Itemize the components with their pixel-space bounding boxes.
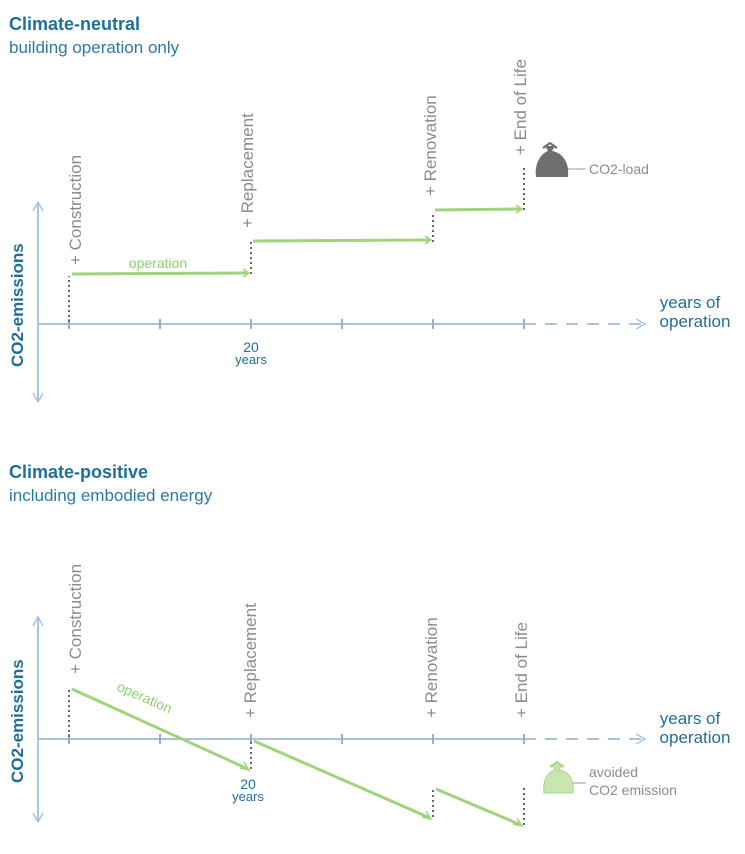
climate-positive-panel: Climate-positive including embodied ener… [0,427,745,854]
jump-markers [68,689,525,825]
garbage-bag-icon [543,760,574,794]
tick-label-value: 20 [240,776,256,792]
y-axis-arrow-bottom [32,812,44,824]
event-label-construction: + Construction [66,564,85,674]
tick-label-unit: years [235,352,267,367]
y-axis-arrow-top [32,200,44,212]
end-note: CO2-load [589,161,649,177]
arrowhead [242,268,251,278]
operation-lines [71,687,522,827]
y-axis-arrow-bottom [32,392,44,404]
operation-segment [253,739,431,820]
event-label-renovation: + Renovation [421,95,440,196]
panel-subtitle: including embodied energy [9,486,213,505]
climate-neutral-panel: Climate-neutral building operation only … [8,14,731,404]
event-label-renovation: + Renovation [422,617,441,718]
climate-positive-diagram: CO2-emissions years of operation 20 year… [8,564,731,828]
arrowhead [239,761,251,772]
operation-label: operation [115,678,175,716]
x-axis-label-line1: years of [660,709,721,728]
event-label-replacement: + Replacement [238,113,257,228]
event-label-end-of-life: + End of Life [511,59,530,155]
operation-segment [252,238,431,243]
operation-arrowheads [242,204,524,278]
tick-label-unit: years [232,789,264,804]
x-axis-label-line2: operation [660,312,731,331]
y-axis-label: CO2-emissions [8,659,27,783]
operation-segment [435,787,522,827]
arrowhead [512,817,524,828]
arrowhead [421,810,433,821]
x-axis-label-line1: years of [660,293,721,312]
operation-arrowheads [239,761,524,828]
panel-title: Climate-neutral [9,14,141,34]
event-label-end-of-life: + End of Life [512,622,531,718]
operation-label: operation [129,255,187,271]
operation-segment [71,687,249,771]
y-axis-label: CO2-emissions [8,243,27,367]
arrowhead [515,204,524,214]
climate-neutral-diagram: CO2-emissions years of operation 20 year… [8,59,731,404]
panel-title: Climate-positive [9,462,149,482]
x-axis-label-line2: operation [660,728,731,747]
end-note-line2: CO2 emission [589,782,677,798]
operation-segment [71,271,249,276]
end-note-line1: avoided [589,764,638,780]
garbage-bag-icon [535,141,569,177]
panel-subtitle: building operation only [9,38,180,57]
jump-markers [68,166,525,322]
operation-segment [434,207,522,212]
x-axis-arrow [635,733,647,745]
event-label-construction: + Construction [66,155,85,265]
arrowhead [424,235,433,245]
operation-lines [71,207,522,276]
y-axis-arrow-top [32,615,44,627]
event-label-replacement: + Replacement [241,603,260,718]
x-axis-arrow [635,318,647,330]
tick-label-value: 20 [243,339,259,355]
